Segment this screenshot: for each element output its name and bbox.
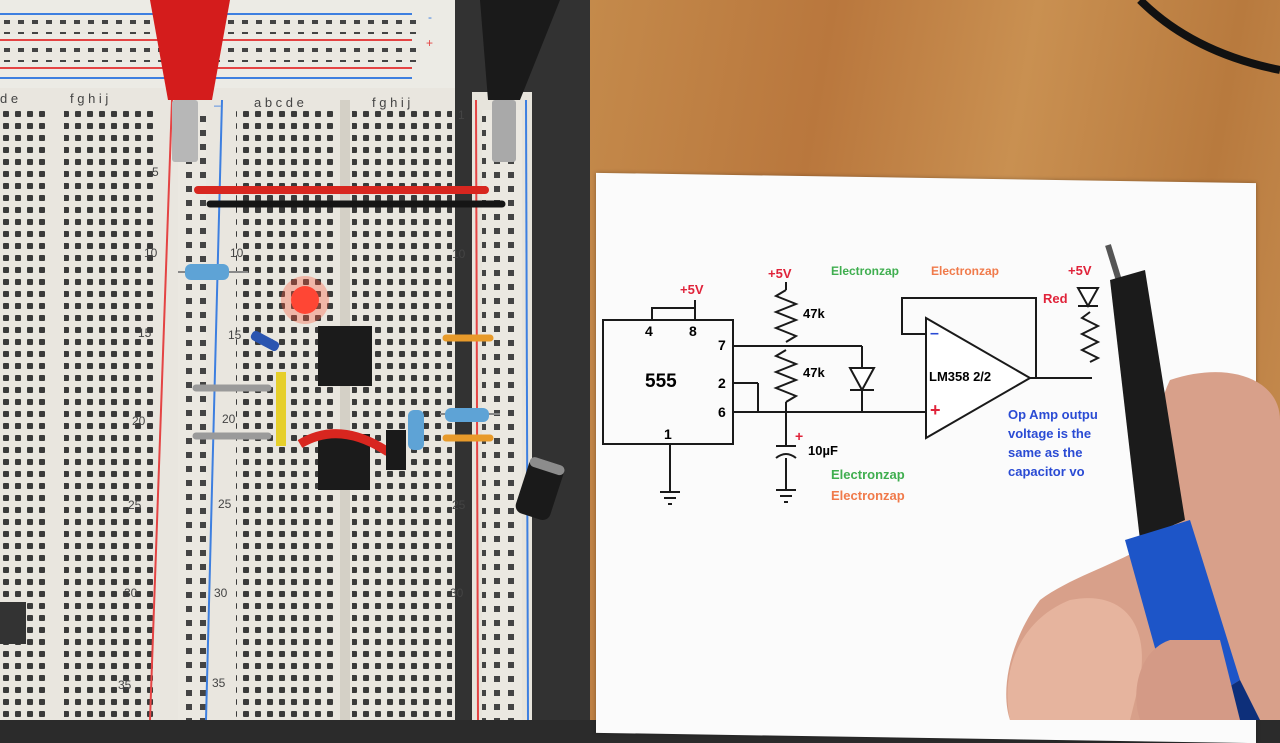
row-number-30-b: 30 — [214, 586, 228, 600]
opamp-plus: + — [930, 400, 941, 420]
push-button — [0, 602, 26, 644]
row-number-25-c: 25 — [452, 498, 466, 512]
diode — [386, 430, 406, 470]
black-alligator-clip — [480, 0, 560, 100]
hole-grid-fghij — [64, 110, 154, 720]
resistor-2-value: 47k — [803, 365, 825, 380]
note-line-1: Op Amp outpu — [1008, 407, 1098, 422]
row-number-10-c: 10 — [452, 247, 466, 261]
rail-right-1-label: 1 — [458, 108, 465, 122]
row-number-20: 20 — [132, 414, 146, 428]
ic-555-label: 555 — [645, 371, 677, 392]
row-number-25-b: 25 — [218, 497, 232, 511]
note-line-4: capacitor vo — [1008, 464, 1085, 479]
opamp-minus: – — [930, 325, 939, 342]
capacitor-plus: + — [795, 428, 804, 444]
center-rail-holes — [178, 110, 206, 720]
column-letters-fghij: f g h i j — [70, 91, 109, 106]
rail-right-minus-label: - — [428, 10, 432, 24]
row-number-10-b: 10 — [230, 246, 244, 260]
opamp-note: Op Amp outpu voltage is the same as the … — [1008, 405, 1158, 481]
capacitor-value: 10µF — [808, 443, 838, 458]
breadboard-drawing — [0, 0, 565, 720]
hole-grid-fghij-2 — [352, 110, 452, 720]
row-number-20-b: 20 — [222, 412, 236, 426]
pin-6-label: 6 — [718, 404, 726, 420]
rail-right-plus-label: + — [426, 36, 434, 50]
watermark-top-green: Electronzap — [831, 264, 900, 278]
note-line-2: voltage is the — [1008, 426, 1092, 441]
column-letters-abcde: a b c d e — [254, 95, 304, 110]
resistor-3 — [408, 410, 424, 450]
pin-2-label: 2 — [718, 375, 726, 391]
pin-4-label: 4 — [645, 323, 653, 339]
row-number-30-c: 30 — [450, 586, 464, 600]
column-letters-fghij-2: f g h i j — [372, 95, 411, 110]
row-number-35: 35 — [118, 678, 132, 692]
supply-label-555: +5V — [680, 282, 704, 297]
resistor-1-value: 47k — [803, 306, 825, 321]
resistor-1 — [185, 264, 229, 280]
column-letters-left: d e — [0, 91, 19, 106]
ic-chip-555 — [318, 326, 372, 386]
note-line-3: same as the — [1008, 445, 1083, 460]
resistor-2 — [445, 408, 489, 422]
led-color-label: Red — [1043, 291, 1068, 306]
watermark-top-orange: Electronzap — [931, 264, 1000, 278]
watermark-bottom-green: Electronzap — [831, 467, 905, 482]
electrolytic-capacitor — [515, 457, 565, 521]
supply-label-resistors: +5V — [768, 266, 792, 281]
pin-7-label: 7 — [718, 337, 726, 353]
red-led — [291, 286, 319, 314]
pin-1-label: 1 — [664, 426, 672, 442]
row-number-35-b: 35 — [212, 676, 226, 690]
row-number-15-b: 15 — [228, 328, 242, 342]
supply-label-led: +5V — [1068, 263, 1092, 278]
row-number-30: 30 — [124, 586, 138, 600]
row-number-15: 15 — [138, 326, 152, 340]
row-number-25: 25 — [128, 498, 142, 512]
watermark-bottom-orange: Electronzap — [831, 488, 905, 503]
pin-8-label: 8 — [689, 323, 697, 339]
row-number-10: 10 — [144, 246, 158, 260]
rail-minus-label: – — [214, 98, 221, 112]
row-number-5: 5 — [152, 165, 159, 179]
yellow-jumper — [276, 372, 286, 446]
opamp-label: LM358 2/2 — [929, 369, 992, 384]
red-alligator-clip — [150, 0, 230, 100]
ic-chip-lm358 — [318, 434, 370, 490]
